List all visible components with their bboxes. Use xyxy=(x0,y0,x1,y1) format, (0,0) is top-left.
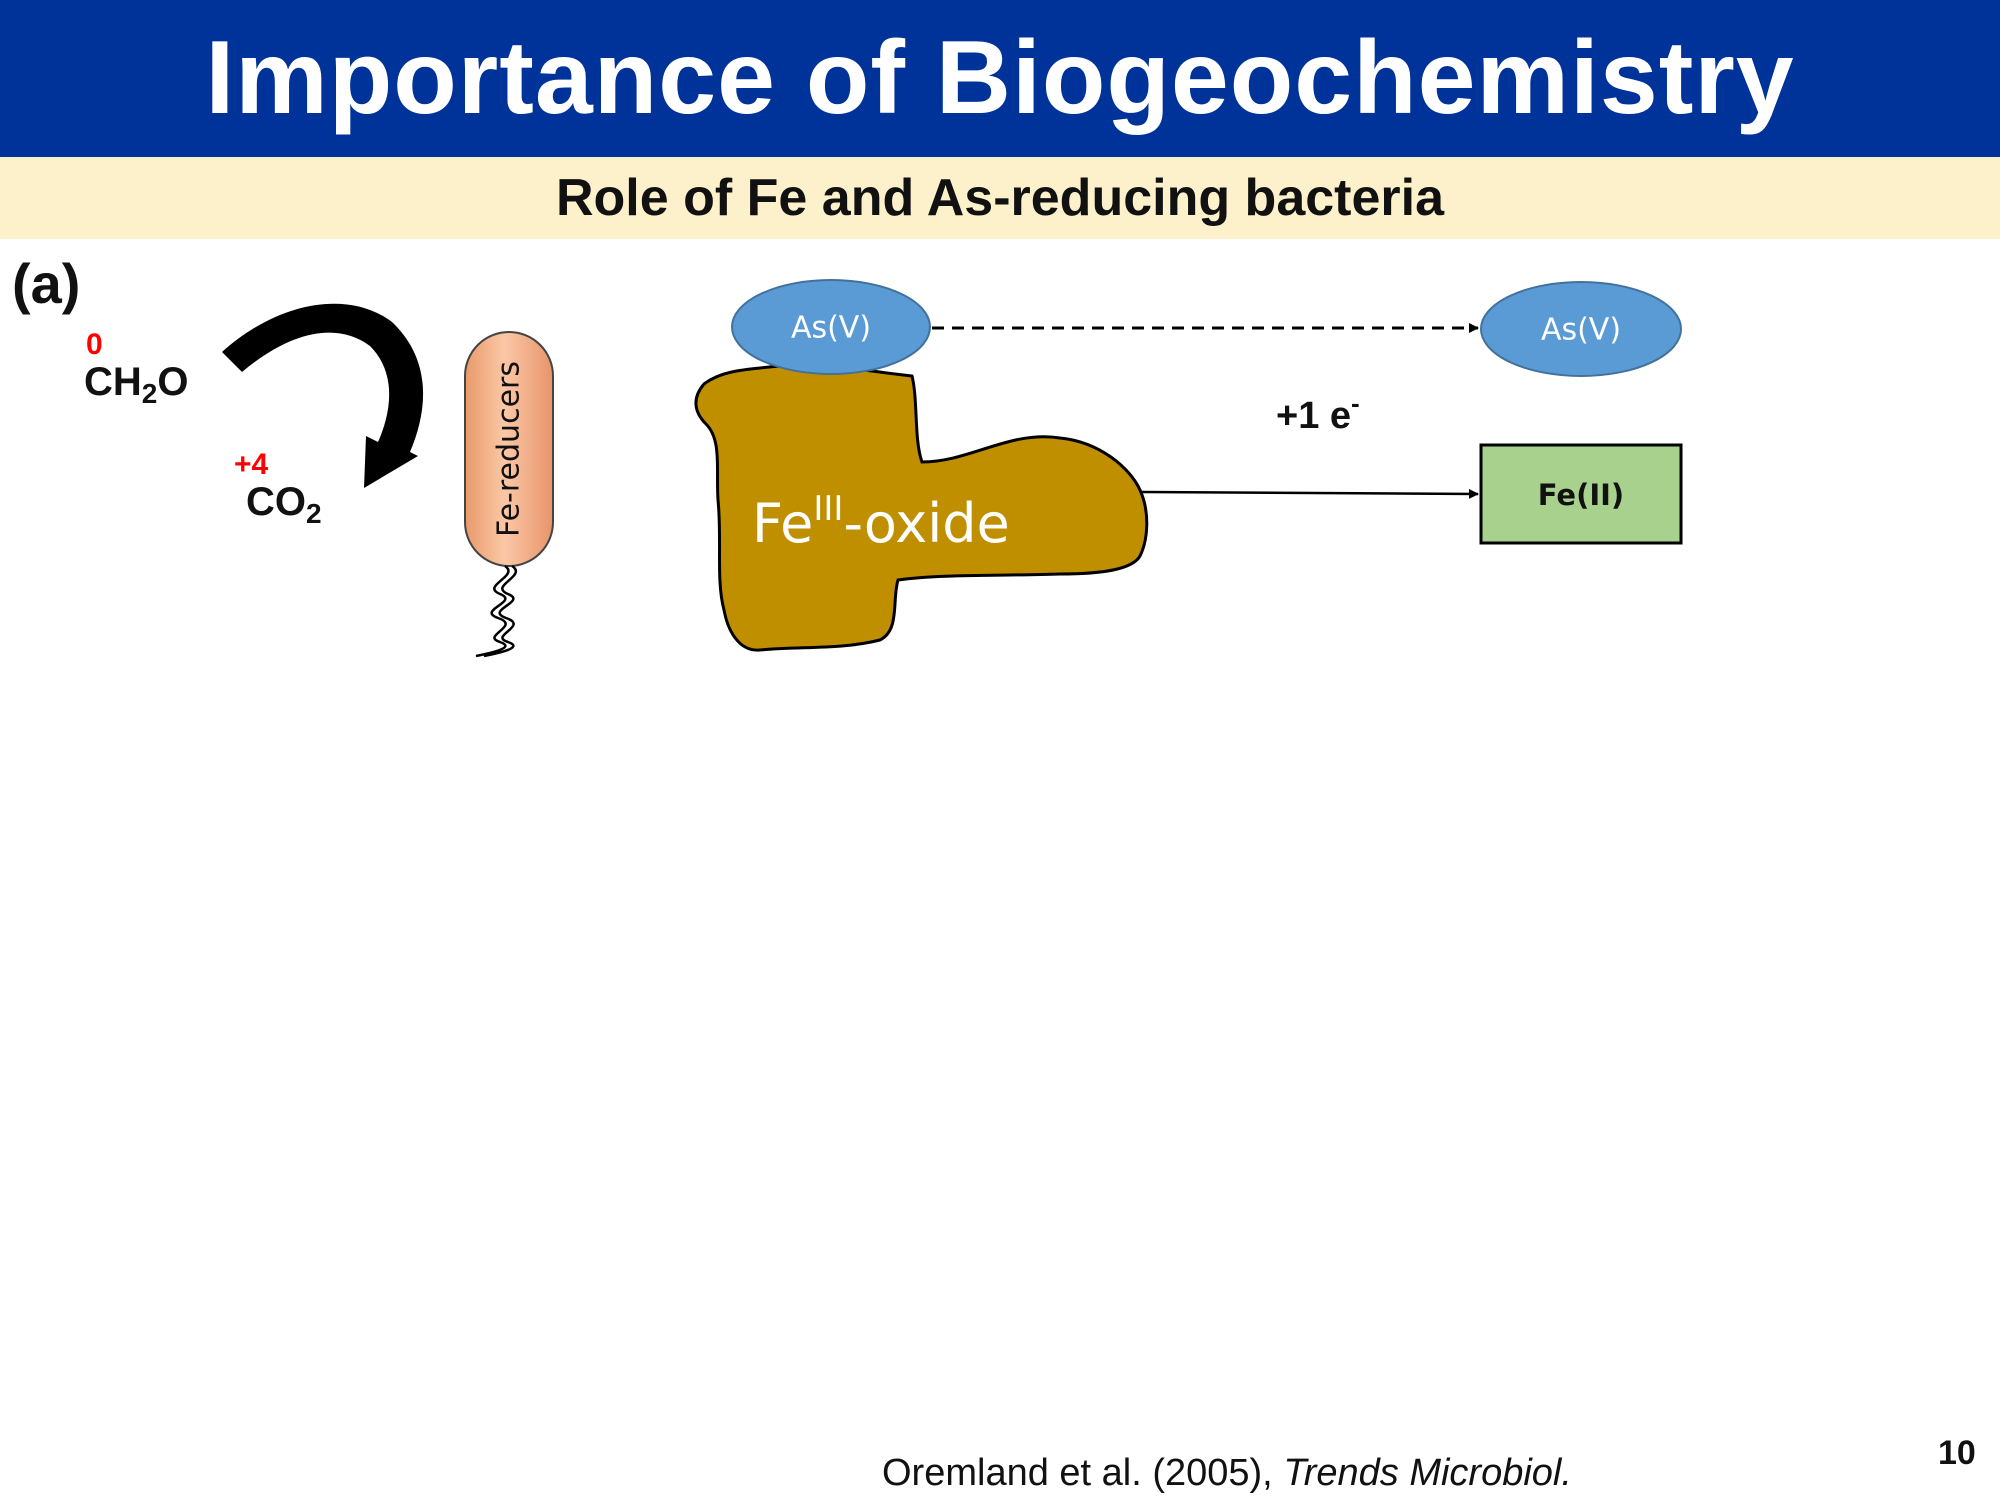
fe-oxide-superscript: III xyxy=(813,489,843,529)
bacterium-label: Fe-reducers xyxy=(492,361,527,537)
slide-subtitle: Role of Fe and As-reducing bacteria xyxy=(555,169,1444,227)
citation: Oremland et al. (2005), Trends Microbiol… xyxy=(882,1452,1572,1495)
product-oxidation-state: +4 xyxy=(234,448,269,481)
fe-reducers-bacterium: Fe-reducers xyxy=(464,331,554,658)
as-v-left-ellipse xyxy=(731,279,931,375)
reactant-oxidation-state: 0 xyxy=(86,328,103,361)
slide-title: Importance of Biogeochemistry xyxy=(205,20,1795,136)
title-bar: Importance of Biogeochemistry xyxy=(0,0,2000,157)
reactant-suffix: O xyxy=(157,360,188,404)
fe-oxide-label: FeIII-oxide xyxy=(752,489,1010,555)
as-v-left-label: As(V) xyxy=(791,311,871,346)
product-formula: CO xyxy=(246,480,306,524)
electron-charge-superscript: - xyxy=(1351,388,1360,418)
as-v-right-label: As(V) xyxy=(1541,313,1621,348)
electron-transfer-label: +1 e- xyxy=(1276,388,1360,437)
fe-oxide-suffix: -oxide xyxy=(843,492,1009,555)
curved-oxidation-arrow xyxy=(222,303,424,488)
product-co2: CO2 xyxy=(246,480,322,529)
reactant-ch2o: CH2O xyxy=(84,360,188,409)
fe-ii-box xyxy=(1479,443,1683,545)
bacterium-body xyxy=(464,331,554,567)
reactant-subscript: 2 xyxy=(142,378,158,409)
subtitle-bar: Role of Fe and As-reducing bacteria xyxy=(0,157,2000,239)
fe-oxide-blob xyxy=(694,363,1149,652)
fe-oxide-base: Fe xyxy=(752,492,813,555)
as-v-right-ellipse xyxy=(1480,281,1682,377)
reactant-formula: CH xyxy=(84,360,142,404)
panel-label: (a) xyxy=(12,252,80,315)
citation-journal: Trends Microbiol. xyxy=(1283,1452,1572,1494)
bacterium-flagellum xyxy=(475,564,510,658)
fe-reduction-arrow xyxy=(1141,488,1479,499)
citation-authors: Oremland et al. (2005), xyxy=(882,1452,1284,1494)
electron-transfer-text: +1 e xyxy=(1276,395,1351,437)
product-subscript: 2 xyxy=(306,498,322,529)
fe-ii-label: Fe(II) xyxy=(1538,478,1624,512)
bacterium-flagellum-strand xyxy=(483,564,518,658)
page-number: 10 xyxy=(1938,1434,1976,1472)
